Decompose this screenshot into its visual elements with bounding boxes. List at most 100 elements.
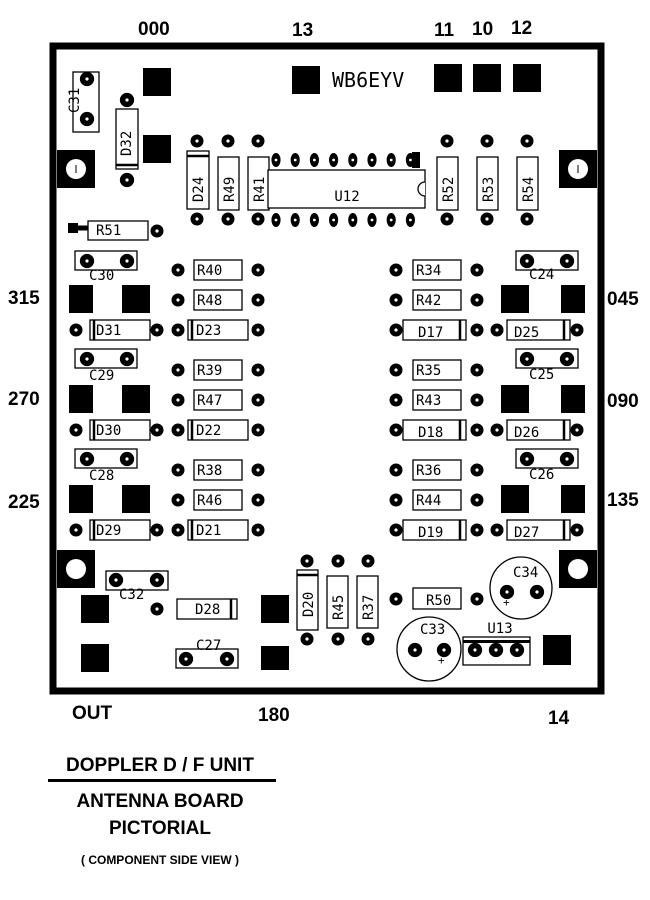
silk-r50: R50	[426, 593, 451, 609]
silk-c27: C27	[196, 638, 221, 654]
pad-hole	[155, 578, 159, 582]
pad-hole	[114, 578, 118, 582]
title-line-4: ( COMPONENT SIDE VIEW )	[80, 853, 239, 867]
r43-body	[412, 389, 462, 411]
pad-hole	[176, 368, 180, 372]
label-11: 11	[434, 20, 455, 41]
label-out: OUT	[72, 703, 113, 724]
pad-hole	[256, 268, 260, 272]
pad-180-a	[261, 595, 289, 623]
d23-body	[187, 319, 249, 341]
pad-hole	[505, 590, 509, 594]
pad-hole	[256, 498, 260, 502]
silk-r47: R47	[197, 393, 222, 409]
pad-hole	[195, 217, 199, 221]
pad-hole	[475, 368, 479, 372]
silk-plus: +	[438, 654, 445, 667]
u12-pin-hole	[409, 218, 412, 222]
d26-body	[506, 419, 571, 441]
d19-body	[402, 519, 467, 541]
r45-body	[326, 575, 349, 629]
pad-hole	[475, 428, 479, 432]
silk-r37: R37	[361, 595, 377, 620]
silk-d23: D23	[196, 323, 221, 339]
u12-pin-hole	[313, 158, 316, 162]
pad-hole	[125, 457, 129, 461]
silk-r38: R38	[197, 463, 222, 479]
silk-d27: D27	[514, 525, 539, 541]
silk-c30: C30	[89, 268, 114, 284]
pad-hole	[225, 657, 229, 661]
silk-r35: R35	[416, 363, 441, 379]
u12-pin-hole	[370, 218, 374, 222]
silk-d22: D22	[196, 423, 221, 439]
silk-d17: D17	[418, 325, 443, 341]
pad-d32	[143, 135, 171, 163]
pad-hole	[74, 328, 78, 332]
silk-d31: D31	[96, 323, 121, 339]
silk-d30: D30	[96, 423, 121, 439]
d28-body	[176, 598, 238, 620]
pad-hole	[256, 217, 260, 221]
silk-d32: D32	[119, 131, 135, 156]
pad-hole	[176, 268, 180, 272]
pad-hole	[176, 428, 180, 432]
silk-d18: D18	[418, 425, 443, 441]
r44-body	[412, 489, 462, 511]
pad-hole	[413, 648, 417, 652]
pad-hole	[442, 648, 446, 652]
label-090: 090	[607, 391, 639, 412]
silk-c29: C29	[89, 368, 114, 384]
pad-hole	[85, 357, 89, 361]
silk-c31: C31	[67, 88, 83, 113]
u12-pin-hole	[351, 158, 355, 162]
square-pads	[68, 64, 585, 672]
pad-hole	[575, 328, 579, 332]
silk-d29: D29	[96, 523, 121, 539]
d29-body	[89, 519, 151, 541]
pad-hole	[494, 648, 498, 652]
pad-14	[543, 635, 571, 665]
pad-hole	[475, 468, 479, 472]
pad-hole	[256, 398, 260, 402]
pad-hole	[85, 259, 89, 263]
r49-body	[217, 156, 240, 211]
pad-hole	[366, 559, 370, 563]
pad-hole	[125, 259, 129, 263]
pad-225-b	[122, 485, 150, 513]
pad-hole	[176, 398, 180, 402]
silk-d20: D20	[301, 592, 317, 617]
pad-hole	[565, 357, 569, 361]
pad-225-a	[69, 485, 93, 513]
pad-hole	[485, 139, 489, 143]
pad-hole	[475, 298, 479, 302]
pad-045-a	[501, 285, 529, 313]
mount-hole-top-left	[57, 150, 95, 188]
silk-r49: R49	[222, 177, 238, 202]
silk-r39: R39	[197, 363, 222, 379]
pad-hole	[74, 528, 78, 532]
pad-hole	[475, 498, 479, 502]
pad-hole	[176, 498, 180, 502]
pad-hole	[394, 298, 398, 302]
pad-u12-pin1	[412, 152, 420, 168]
component-bodies	[72, 71, 579, 682]
label-225: 225	[8, 492, 40, 513]
pad-11	[434, 64, 462, 92]
pad-hole	[394, 398, 398, 402]
title-line-3: PICTORIAL	[108, 818, 212, 839]
r36-body	[412, 459, 462, 481]
pad-hole	[176, 328, 180, 332]
pad-hole	[195, 139, 199, 143]
pad-hole	[475, 268, 479, 272]
pad-hole	[176, 528, 180, 532]
silk-r53: R53	[481, 177, 497, 202]
pad-hole	[176, 468, 180, 472]
silk-c32: C32	[119, 587, 144, 603]
silk-r44: R44	[416, 493, 441, 509]
label-000: 000	[138, 19, 170, 40]
pad-315-a	[69, 285, 93, 313]
pad-hole	[525, 259, 529, 263]
pad-hole	[155, 607, 159, 611]
u12-pin-hole	[313, 218, 316, 222]
